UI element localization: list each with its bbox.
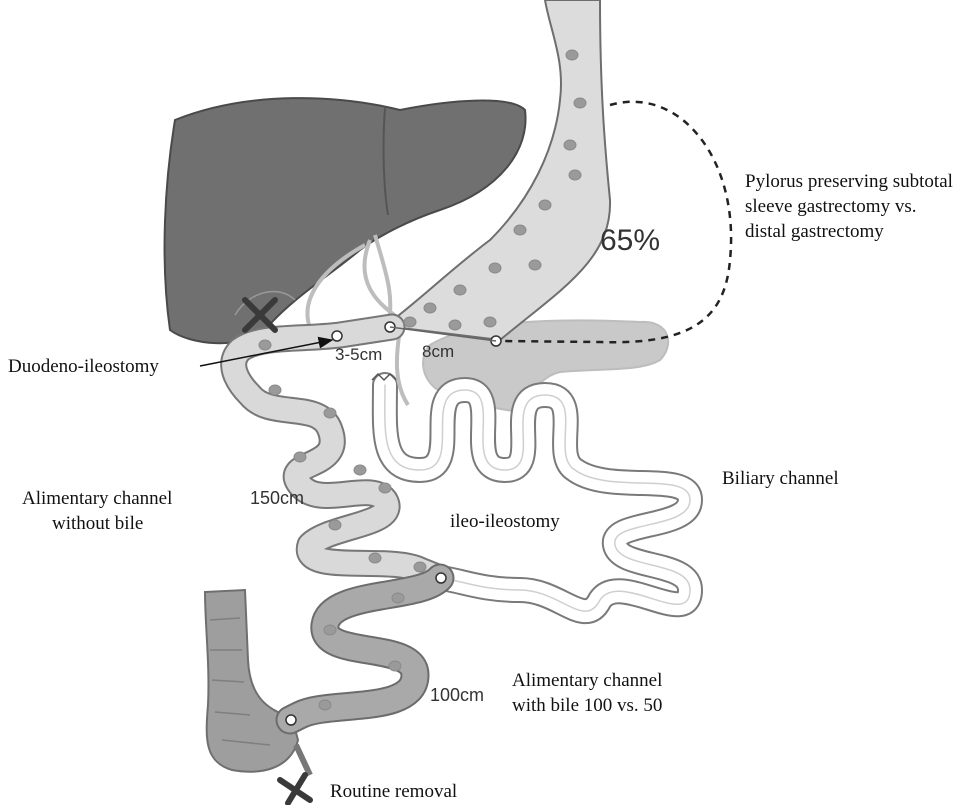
tissue-dot <box>489 263 501 273</box>
pylorus-label-line2: sleeve gastrectomy vs. <box>745 196 916 217</box>
tissue-dot <box>539 200 551 210</box>
tissue-dot <box>259 340 271 350</box>
duodeno-label: Duodeno-ileostomy <box>8 356 159 377</box>
tissue-dot <box>454 285 466 295</box>
length-150cm: 150cm <box>250 488 304 508</box>
alimentary-with-label-line2: with bile 100 vs. 50 <box>512 695 662 716</box>
tissue-dot <box>324 408 336 418</box>
tissue-dot <box>379 483 391 493</box>
length-3-5cm: 3-5cm <box>335 345 382 364</box>
tissue-dot <box>566 50 578 60</box>
alimentary-with-label-line1: Alimentary channel <box>512 670 662 691</box>
tissue-dot <box>564 140 576 150</box>
tissue-dot <box>269 385 281 395</box>
tissue-dot <box>514 225 526 235</box>
tissue-dot <box>392 593 404 603</box>
tissue-dot <box>449 320 461 330</box>
tissue-dot <box>424 303 436 313</box>
removal-cross-icon-bottom <box>280 775 310 803</box>
pylorus-label-line3: distal gastrectomy <box>745 221 884 242</box>
biliary-label: Biliary channel <box>722 468 839 489</box>
ileo-ileostomy-point <box>436 573 446 583</box>
tissue-dot <box>414 562 426 572</box>
length-100cm: 100cm <box>430 685 484 705</box>
pylorus-label-line1: Pylorus preserving subtotal <box>745 171 953 192</box>
tissue-dot <box>389 661 401 671</box>
tissue-dot <box>574 98 586 108</box>
tissue-dot <box>529 260 541 270</box>
tissue-dot <box>319 700 331 710</box>
alimentary-without-label-line2: without bile <box>52 513 143 534</box>
tissue-dot <box>324 625 336 635</box>
alimentary-without-label-line1: Alimentary channel <box>22 488 172 509</box>
tissue-dot <box>369 553 381 563</box>
tissue-dot <box>329 520 341 530</box>
ileocolic-point <box>286 715 296 725</box>
length-8cm: 8cm <box>422 342 454 361</box>
tissue-dot <box>569 170 581 180</box>
tissue-dot <box>354 465 366 475</box>
duodeno-ileostomy-point <box>332 331 342 341</box>
percent-label: 65% <box>600 224 660 257</box>
routine-removal-label: Routine removal <box>330 781 457 802</box>
tissue-dot <box>404 317 416 327</box>
ileo-ileostomy-label: ileo-ileostomy <box>450 511 560 532</box>
tissue-dot <box>484 317 496 327</box>
tissue-dot <box>294 452 306 462</box>
